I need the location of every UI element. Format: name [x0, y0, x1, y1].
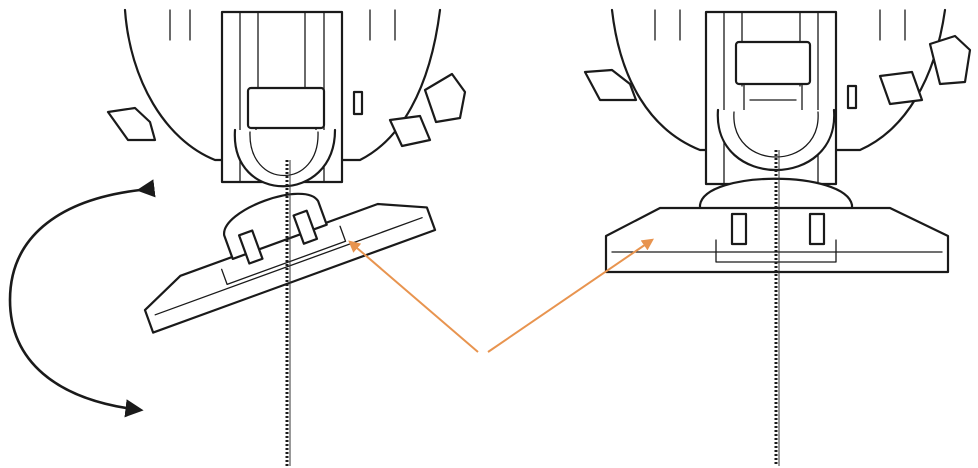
- pointer-arrow-left-icon: [348, 240, 479, 353]
- jigsaw-view-tilted: [8, 8, 467, 466]
- saw-blade-left: [285, 160, 291, 466]
- pointer-arrow-right-icon: [487, 238, 654, 353]
- jigsaw-view-flat: [583, 8, 972, 466]
- saw-blade-right: [774, 150, 780, 466]
- pointer-arrows: [348, 238, 654, 353]
- rotation-arrow-icon: [8, 179, 156, 418]
- jigsaw-body: [106, 8, 467, 188]
- jigsaw-body: [583, 8, 972, 186]
